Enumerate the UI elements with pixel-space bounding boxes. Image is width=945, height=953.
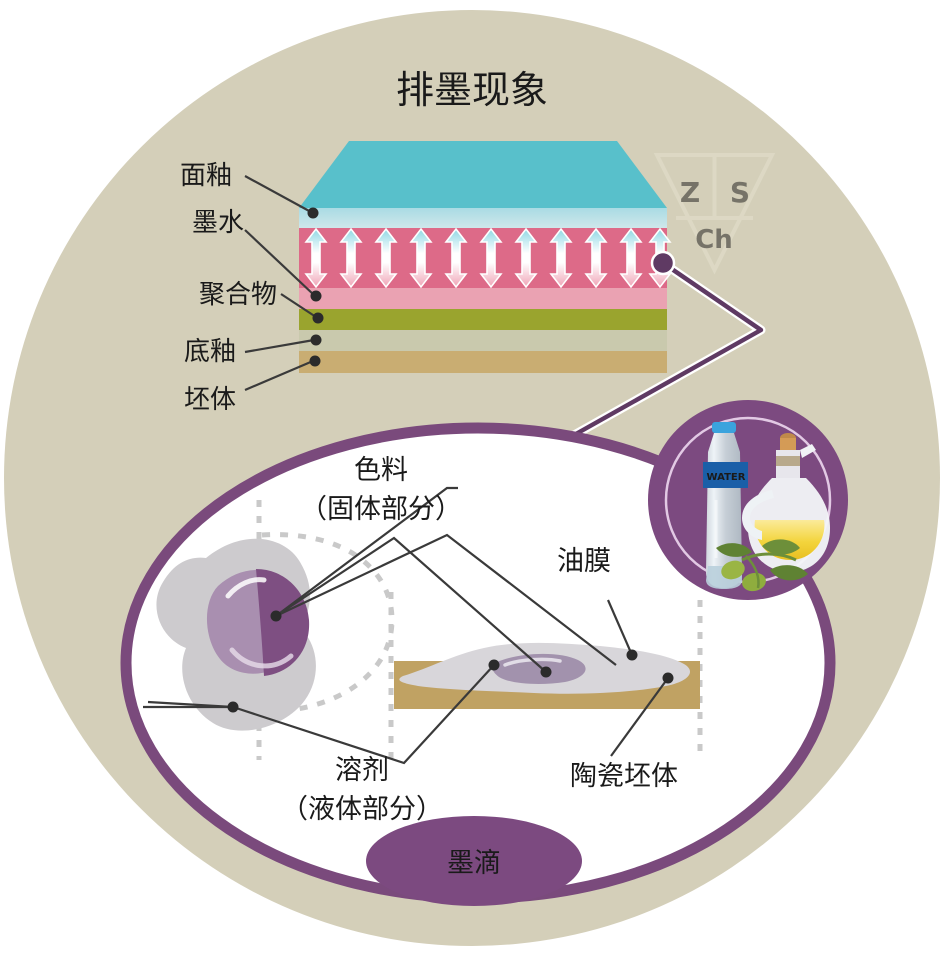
stack-label-base-glaze: 底釉 <box>184 337 236 367</box>
stack-leader-lines <box>244 175 317 392</box>
leader-solvent <box>147 700 234 709</box>
layer-base-glaze <box>299 309 667 330</box>
stack-label-ink: 墨水 <box>192 208 244 238</box>
stack-label-top-glaze: 面釉 <box>180 161 232 191</box>
water-oil-inset: WATER <box>648 400 848 600</box>
leader-pigment-v <box>275 533 617 666</box>
detail-label-ceramic-body: 陶瓷坯体 <box>570 761 678 792</box>
leader-pigment <box>275 486 458 617</box>
olive-branch-icon <box>716 539 808 592</box>
detail-label-pigment-line1: 色料 <box>354 455 408 486</box>
leader-lines-detail <box>232 536 669 765</box>
layer-pale <box>299 330 667 351</box>
droplet-badge: 墨滴 <box>366 816 582 906</box>
layer-top-glaze <box>299 141 667 208</box>
layer-body <box>299 351 667 373</box>
detail-label-oil-film: 油膜 <box>557 546 611 577</box>
droplet-badge-label: 墨滴 <box>447 848 501 879</box>
zsch-watermark: Z S Ch <box>653 153 776 275</box>
detail-label-solvent-line1: 溶剂 <box>335 755 389 786</box>
detail-label-pigment-line2: （固体部分） <box>300 494 462 525</box>
layer-top-glaze-light <box>299 208 667 228</box>
stack-label-body: 坯体 <box>184 385 236 415</box>
watermark-letter-s: S <box>730 176 750 209</box>
oil-cruet-icon <box>742 433 830 572</box>
water-bottle-label: WATER <box>707 472 746 483</box>
layer-stack <box>299 141 671 373</box>
leader-dots-detail <box>227 610 674 713</box>
stack-leader-dots <box>307 207 324 367</box>
watermark-letter-z: Z <box>680 176 700 209</box>
stack-label-polymer: 聚合物 <box>199 280 277 310</box>
page-title: 排墨现象 <box>396 68 548 112</box>
layer-ink <box>299 228 667 288</box>
watermark-letters-ch: Ch <box>695 225 733 255</box>
layer-polymer <box>299 288 667 309</box>
detail-label-solvent-line2: （液体部分） <box>281 794 443 825</box>
droplet-beaded <box>156 538 316 731</box>
